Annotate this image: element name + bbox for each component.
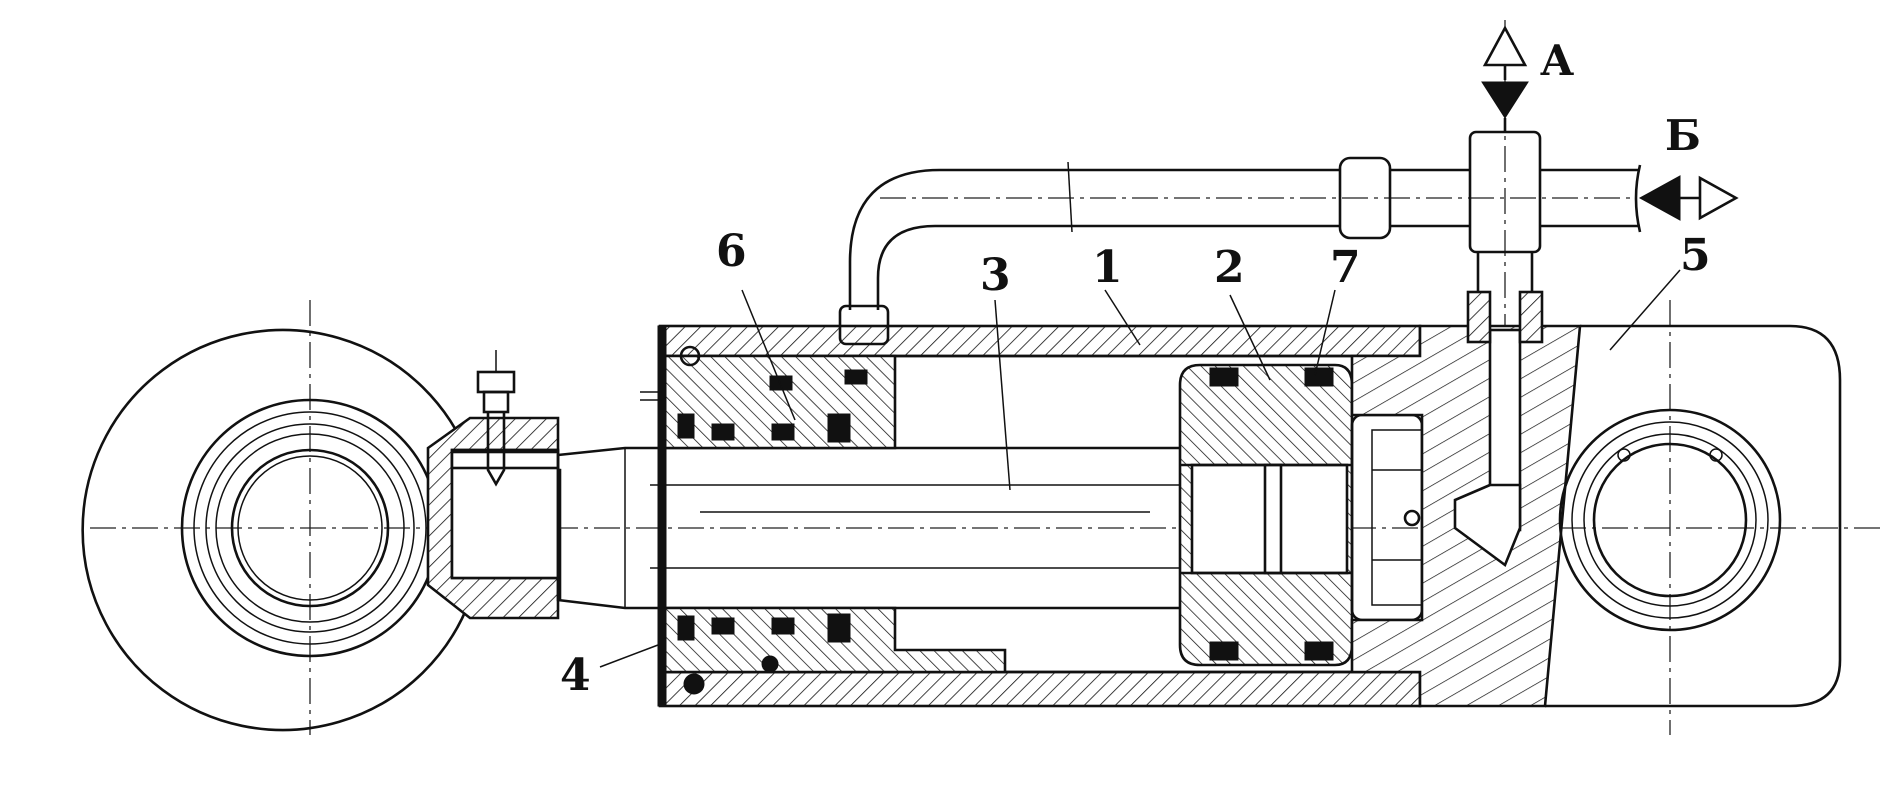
port-a-arrows — [1481, 25, 1529, 132]
port-label-a: А — [1540, 36, 1574, 85]
port-label-b: Б — [1665, 111, 1701, 160]
gland-head — [640, 325, 1007, 707]
rear-cap — [1350, 324, 1842, 708]
callouts: 6 3 1 2 7 5 4 А Б — [560, 36, 1711, 701]
callout-1: 1 — [1092, 242, 1123, 293]
center-lines — [90, 20, 1880, 735]
callout-7: 7 — [1330, 242, 1361, 293]
callout-3: 3 — [980, 250, 1011, 301]
port-b-arrows — [1638, 175, 1739, 221]
callout-2: 2 — [1214, 242, 1245, 293]
cylinder-tube — [658, 324, 1422, 708]
piston — [1178, 363, 1354, 667]
leader-lines — [599, 269, 1681, 668]
callout-6: 6 — [716, 226, 747, 277]
rod-end-clevis — [426, 350, 560, 620]
hydraulic-pipe — [838, 130, 1642, 346]
piston-nut — [1350, 413, 1424, 622]
rod-eye — [81, 328, 562, 732]
callout-4: 4 — [560, 650, 591, 701]
callout-5: 5 — [1680, 230, 1711, 281]
